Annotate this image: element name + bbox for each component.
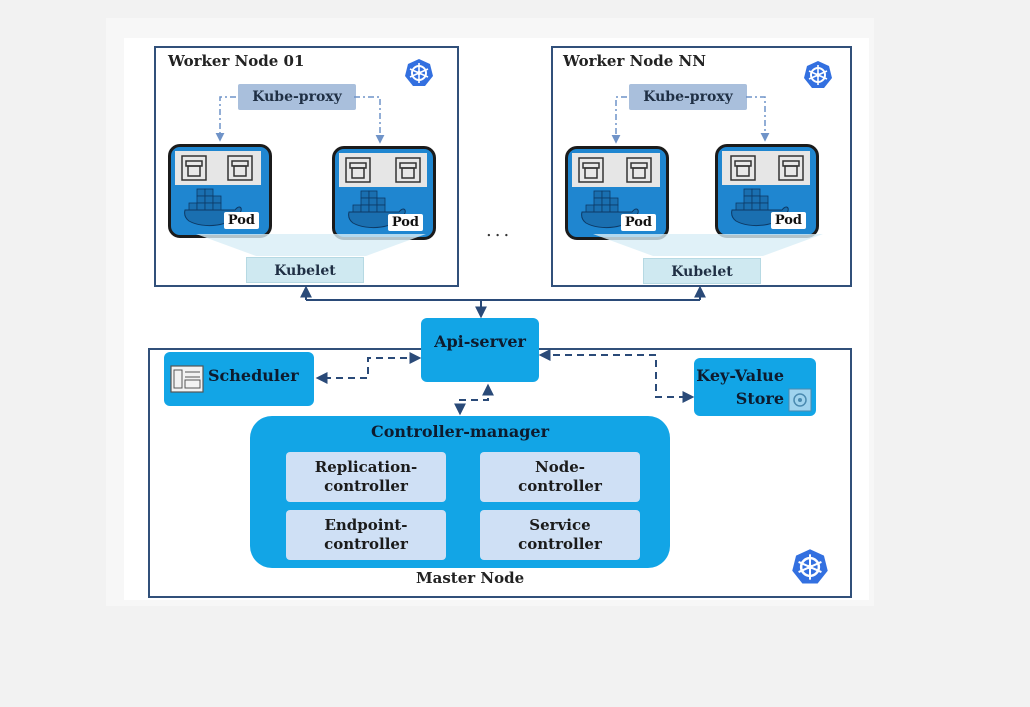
container-icon [778, 155, 804, 181]
key-value-store-label: Key-Value Store [696, 366, 784, 408]
worker-node-title: Worker Node 01 [168, 52, 305, 70]
kube-proxy: Kube-proxy [629, 84, 747, 110]
container-icon [345, 157, 371, 183]
node-controller: Node- controller [480, 452, 640, 502]
pod: Pod [168, 144, 272, 238]
master-node-title: Master Node [416, 569, 525, 587]
controller-manager-title: Controller-manager [370, 422, 550, 441]
endpoint-controller: Endpoint- controller [286, 510, 446, 560]
replication-controller: Replication- controller [286, 452, 446, 502]
pod-label: Pod [223, 212, 259, 229]
kubernetes-icon [405, 59, 433, 86]
ellipsis: ... [486, 220, 513, 241]
container-icon [395, 157, 421, 183]
pod-fan-shading [593, 234, 823, 256]
kube-proxy: Kube-proxy [238, 84, 356, 110]
api-server: Api-server [421, 318, 539, 382]
container-tray [722, 151, 810, 185]
container-tray [339, 153, 427, 187]
pod-label: Pod [387, 214, 423, 231]
pod-fan-shading [196, 234, 426, 256]
kubelet: Kubelet [643, 258, 761, 284]
worker-node-01: Worker Node 01 Kube-proxy Pod Pod [154, 46, 459, 287]
kubernetes-icon [792, 549, 828, 584]
service-controller: Service controller [480, 510, 640, 560]
docker-icon [184, 188, 242, 227]
scheduler: Scheduler [164, 352, 314, 406]
container-icon [730, 155, 756, 181]
container-icon [227, 155, 253, 181]
kubelet: Kubelet [246, 257, 364, 283]
container-icon [626, 157, 652, 183]
storage-icon [788, 388, 812, 412]
docker-icon [348, 190, 406, 229]
worker-node-nn: Worker Node NN Kube-proxy Pod Pod [551, 46, 852, 287]
kubernetes-icon [804, 61, 832, 88]
container-icon [181, 155, 207, 181]
worker-node-title: Worker Node NN [563, 52, 706, 70]
api-server-label: Api-server [434, 332, 526, 351]
pod: Pod [715, 144, 819, 238]
container-icon [578, 157, 604, 183]
pod-label: Pod [620, 214, 656, 231]
pod: Pod [332, 146, 436, 240]
key-value-store: Key-Value Store [694, 358, 816, 416]
scheduler-label: Scheduler [208, 366, 299, 385]
pod: Pod [565, 146, 669, 240]
container-tray [175, 151, 261, 185]
controller-manager: Controller-manager Replication- controll… [250, 416, 670, 568]
container-tray [572, 153, 660, 187]
pod-label: Pod [770, 212, 806, 229]
scheduler-icon [170, 365, 204, 393]
